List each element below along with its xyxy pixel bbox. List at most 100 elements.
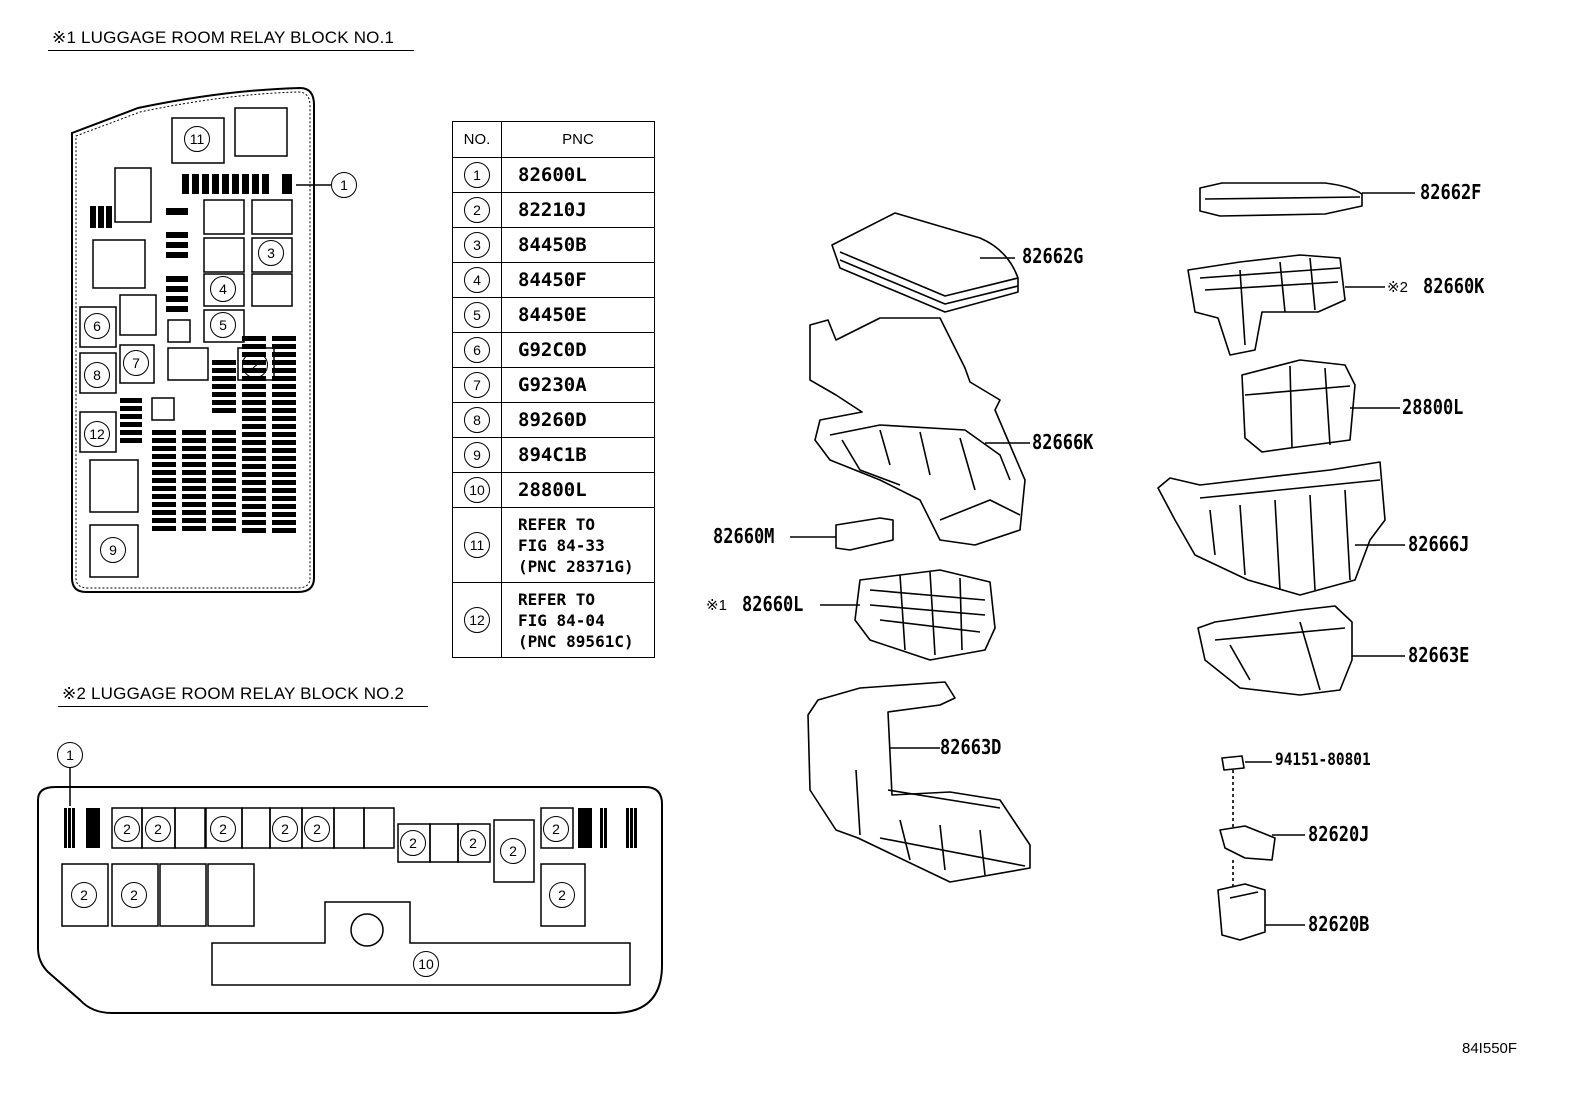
row-pnc: 84450B [501, 227, 655, 263]
relay-block-1-outline [71, 86, 315, 593]
fuse [272, 352, 296, 357]
part-82662F [1199, 182, 1363, 217]
fuse [152, 470, 176, 475]
fuse [242, 504, 266, 509]
fuse [152, 510, 176, 515]
row-pnc: 894C1B [501, 437, 655, 473]
table-header-pnc: PNC [501, 121, 655, 158]
row-number: 1 [464, 162, 490, 188]
block1-marker-1: 1 [331, 172, 357, 198]
fuse [272, 360, 296, 365]
fuse [212, 510, 236, 515]
block1-marker-11: 11 [184, 126, 210, 152]
fuse [152, 486, 176, 491]
block1-marker-8: 8 [84, 362, 110, 388]
part-94151-80801 [1221, 755, 1245, 771]
fuse [152, 494, 176, 499]
fuse [212, 518, 236, 523]
block2-marker-2: 2 [114, 816, 140, 842]
fuse [182, 438, 206, 443]
fuse [242, 496, 266, 501]
fuse [272, 448, 296, 453]
fuse [272, 392, 296, 397]
fuse [152, 438, 176, 443]
row-number: 3 [464, 232, 490, 258]
block2-marker-10: 10 [413, 951, 439, 977]
fuse [120, 398, 142, 403]
block1-marker-9: 9 [100, 537, 126, 563]
fuse [242, 520, 266, 525]
block2-heading: ※2 LUGGAGE ROOM RELAY BLOCK NO.2 [62, 684, 405, 703]
fuse [212, 384, 236, 389]
callout-82662G: 82662G [1022, 244, 1084, 268]
callout-82660L-mark: ※1 [706, 597, 727, 614]
fuse [182, 470, 206, 475]
part-28800L [1241, 359, 1356, 453]
fuse [212, 368, 236, 373]
fuse [212, 376, 236, 381]
part-82660M [835, 517, 894, 551]
fuse [182, 494, 206, 499]
part-82620J [1219, 825, 1276, 861]
block2-heading-underline [58, 706, 428, 707]
fuse [182, 462, 206, 467]
row-pnc: 89260D [501, 402, 655, 438]
fuse [272, 344, 296, 349]
figure-code: 84I550F [1462, 1040, 1518, 1057]
row-number: 4 [464, 267, 490, 293]
fuse [182, 510, 206, 515]
part-82666K [809, 317, 1026, 546]
fuse [242, 464, 266, 469]
fuse [242, 472, 266, 477]
fuse [212, 526, 236, 531]
fuse [212, 446, 236, 451]
fuse [212, 392, 236, 397]
fuse [272, 528, 296, 533]
row-pnc: 82210J [501, 192, 655, 228]
fuse [120, 430, 142, 435]
fuse [272, 376, 296, 381]
block2-marker-2: 2 [543, 816, 569, 842]
callout-82660L: 82660L [742, 592, 804, 616]
fuse [272, 504, 296, 509]
fuse [272, 480, 296, 485]
row-number: 7 [464, 372, 490, 398]
block2-marker-2: 2 [121, 882, 147, 908]
row-pnc: 84450F [501, 262, 655, 298]
fuse [272, 368, 296, 373]
row-number: 5 [464, 302, 490, 328]
fuse [212, 486, 236, 491]
fuse [272, 384, 296, 389]
fuse [182, 454, 206, 459]
fuse [272, 336, 296, 341]
part-82663E [1197, 605, 1353, 696]
fuse [152, 502, 176, 507]
fuse [272, 416, 296, 421]
block1-marker-2: 2 [242, 352, 268, 378]
fuse [212, 400, 236, 405]
block1-marker-7: 7 [123, 350, 149, 376]
block2-marker-2: 2 [400, 830, 426, 856]
block2-marker-2: 2 [304, 816, 330, 842]
fuse [242, 416, 266, 421]
fuse [272, 464, 296, 469]
callout-82660K: 82660K [1423, 274, 1485, 298]
block1-heading-underline [48, 50, 414, 51]
row-number: 10 [464, 477, 490, 503]
fuse [152, 430, 176, 435]
fuse [120, 406, 142, 411]
part-82666J [1157, 461, 1386, 596]
fuse [242, 480, 266, 485]
fuse [272, 432, 296, 437]
table-header-no: NO. [452, 121, 502, 158]
fuse [242, 528, 266, 533]
fuse [212, 478, 236, 483]
fuse-array [90, 174, 292, 312]
